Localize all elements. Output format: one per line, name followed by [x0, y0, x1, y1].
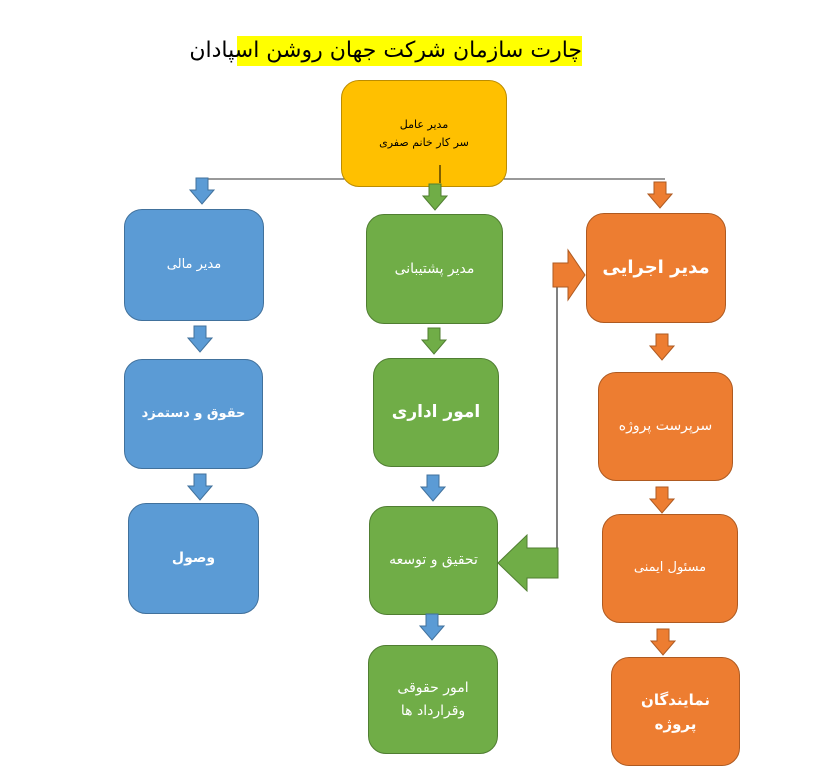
finance-manager-box: مدیر مالی: [124, 209, 264, 321]
chart-title: چارت سازمان شرکت جهان روشن اسپادان: [189, 36, 582, 66]
payroll-label: حقوق و دستمزد: [141, 405, 246, 421]
down-arrow-icon: [647, 181, 673, 209]
payroll-box: حقوق و دستمزد: [124, 359, 263, 469]
safety-officer-box: مسئول ایمنی: [602, 514, 738, 623]
down-arrow-icon: [649, 486, 675, 514]
down-arrow-icon: [420, 474, 446, 502]
down-arrow-icon: [421, 327, 447, 355]
ceo-box: مدیر عامل سر کار خانم صفری: [341, 80, 507, 187]
executive-manager-label: مدیر اجرایی: [602, 256, 710, 278]
down-arrow-icon: [187, 325, 213, 353]
safety-officer-label: مسئول ایمنی: [633, 560, 707, 576]
support-manager-box: مدیر پشتیبانی: [366, 214, 503, 324]
ceo-name: سر کار خانم صفری: [379, 135, 469, 149]
finance-manager-label: مدیر مالی: [166, 256, 222, 272]
collections-box: وصول: [128, 503, 259, 614]
project-reps-box: نمایندگان پروژه: [611, 657, 740, 766]
down-arrow-icon: [422, 183, 448, 211]
legal-label-line1: امور حقوقی: [397, 680, 469, 697]
down-arrow-icon: [187, 473, 213, 501]
down-arrow-icon: [649, 333, 675, 361]
project-supervisor-box: سرپرست پروژه: [598, 372, 733, 481]
executive-manager-box: مدیر اجرایی: [586, 213, 726, 323]
left-arrow-icon: [497, 533, 559, 593]
support-manager-label: مدیر پشتیبانی: [394, 260, 475, 277]
legal-box: امور حقوقی وقرارداد ها: [368, 645, 498, 754]
down-arrow-icon: [419, 613, 445, 641]
down-arrow-icon: [650, 628, 676, 656]
right-arrow-icon: [552, 248, 586, 302]
legal-label-line2: وقرارداد ها: [400, 702, 466, 719]
project-supervisor-label: سرپرست پروژه: [618, 418, 713, 435]
ceo-role: مدیر عامل: [399, 117, 449, 131]
collections-label: وصول: [171, 550, 216, 567]
admin-affairs-box: امور اداری: [373, 358, 499, 467]
project-reps-label-line2: پروژه: [654, 714, 697, 733]
down-arrow-icon: [189, 177, 215, 205]
rnd-label: تحقیق و توسعه: [389, 552, 478, 569]
project-reps-label-line1: نمایندگان: [641, 690, 710, 709]
admin-affairs-label: امور اداری: [391, 401, 481, 422]
